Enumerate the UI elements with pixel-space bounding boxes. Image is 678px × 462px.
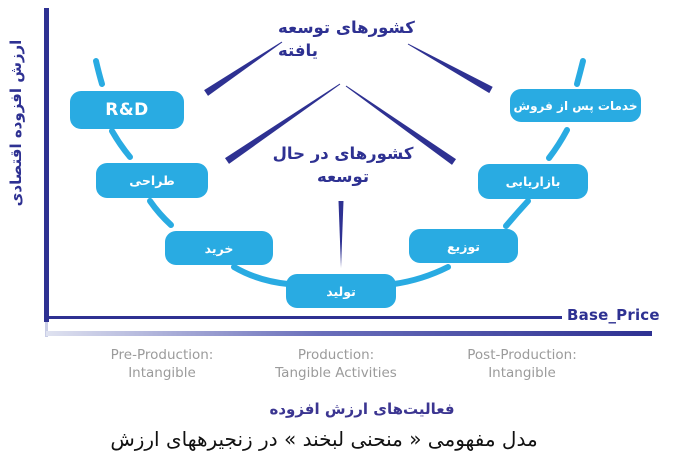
box-rnd: R&D [70,91,184,129]
smile-curve-segment-2 [109,128,133,160]
label-developing-countries: کشورهای در حال توسعه [268,142,418,188]
stage-post-line1: Post-Production: [467,347,577,363]
stage-label-pre-production: Pre-Production: Intangible [72,346,252,382]
box-production: تولید [286,274,396,308]
box-after-sales-services: خدمات پس از فروش [510,89,641,122]
smile-curve-segment-3 [147,198,174,228]
stage-prod-line2: Tangible Activities [275,365,397,381]
smile-curve-segment-1 [93,58,105,87]
smile-curve-segment-4 [231,264,291,287]
base-price-line [48,316,562,319]
label-developed-line2: یافته [278,41,318,60]
box-marketing: بازاریابی [478,164,588,199]
pointer-line-developing-right [345,85,456,165]
smile-curve-segment-8 [574,58,586,87]
box-distribution: توزیع [409,229,518,263]
y-axis-label: ارزش افزوده اقتصادی [7,39,25,207]
pointer-line-developed-left [204,41,283,96]
smile-curve-segment-5 [391,264,451,287]
label-developing-line2: توسعه [316,167,370,186]
box-design: طراحی [96,163,208,198]
label-developing-line1: کشورهای در حال [272,144,414,163]
label-developed-countries: کشورهای توسعه یافته [278,16,415,62]
y-axis-line [44,8,49,322]
x-axis-line [46,331,652,336]
pointer-line-developing-left [225,83,341,164]
stage-post-line2: Intangible [488,365,556,381]
x-axis-label: فعالیت‌های ارزش افزوده [269,400,455,418]
pointer-line-developing-down [338,201,344,268]
smile-curve [93,58,586,287]
stage-label-production: Production: Tangible Activities [246,346,426,382]
pointer-line-developed-right [407,43,493,94]
y-axis-line-tip [45,322,48,337]
stage-label-post-production: Post-Production: Intangible [432,346,612,382]
box-purchasing: خرید [165,231,273,265]
label-developed-line1: کشورهای توسعه [278,18,415,37]
diagram-caption: مدل مفهومی « منحنی لبخند » در زنجیرههای … [110,427,538,451]
stage-pre-line2: Intangible [128,365,196,381]
smile-curve-segment-6 [503,198,531,229]
stage-prod-line1: Production: [297,347,375,363]
base-price-label: Base_Price [567,306,660,324]
stage-pre-line1: Pre-Production: [110,347,214,363]
smile-curve-segment-7 [546,127,570,161]
